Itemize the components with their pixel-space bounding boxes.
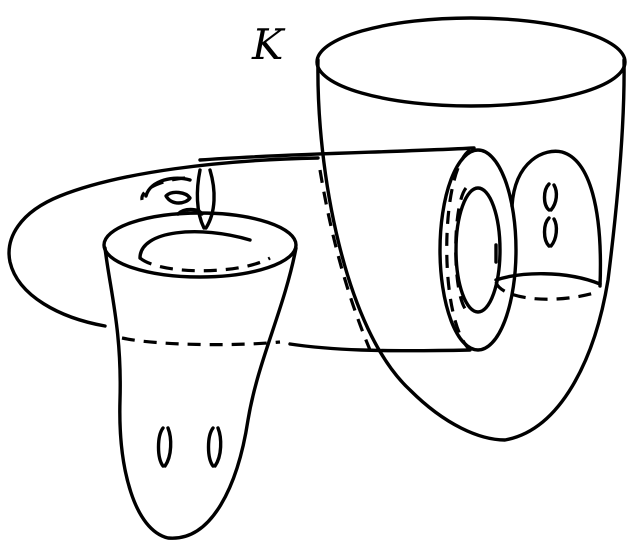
knot-loop — [142, 170, 214, 228]
knot-twist — [166, 192, 190, 203]
right-cup-handle-1 — [545, 184, 557, 210]
tube-end-inner — [456, 188, 500, 312]
right-cup-handle-2 — [545, 218, 557, 246]
left-cup — [104, 213, 298, 538]
tube-end-outer — [440, 150, 516, 350]
right-cup-pocket — [512, 151, 600, 286]
right-cup — [317, 18, 625, 440]
label-k: K — [252, 24, 283, 66]
right-cup-rim — [317, 18, 625, 106]
